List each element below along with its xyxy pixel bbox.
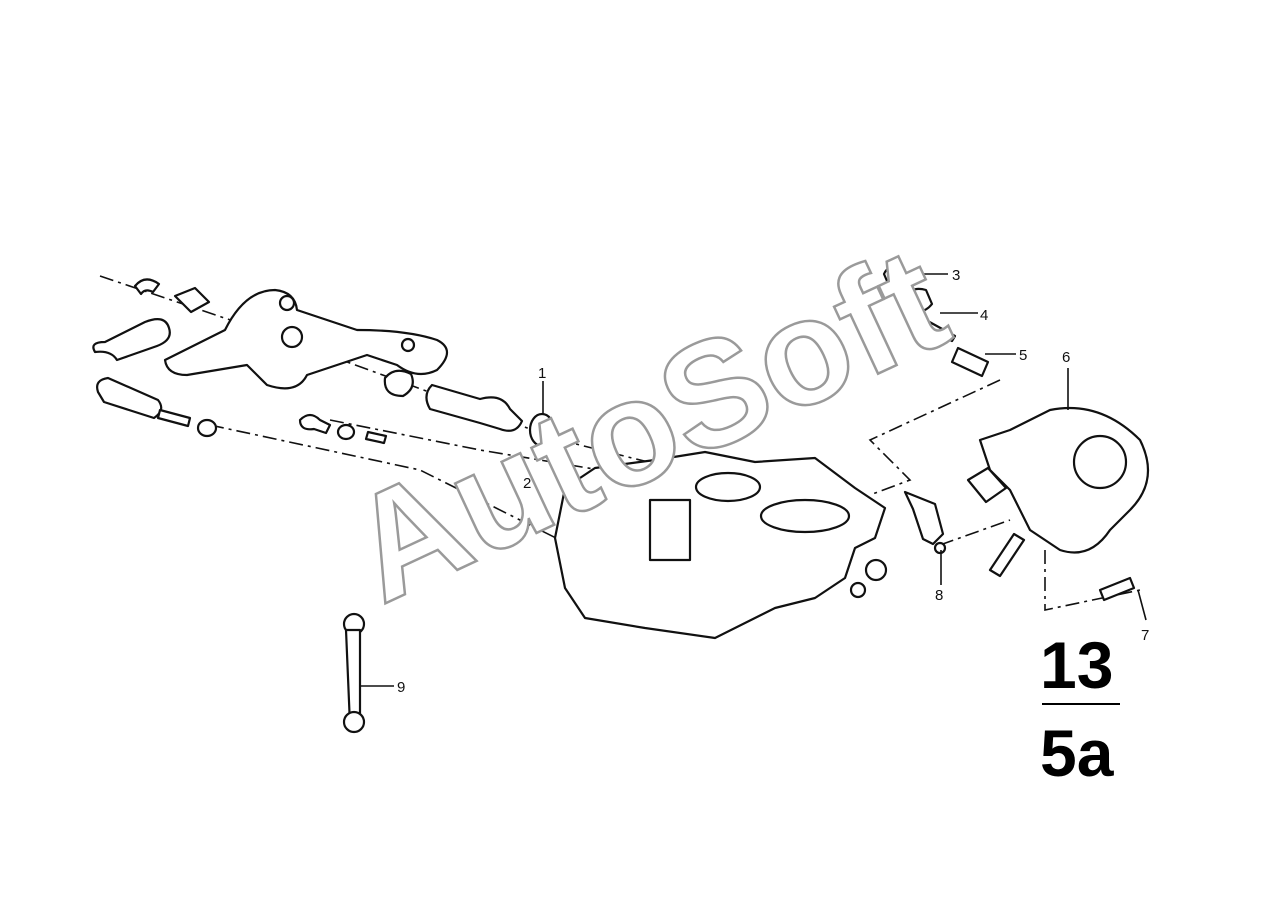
callout-6: 6 bbox=[1062, 349, 1070, 366]
sheet-reference: 13 5a bbox=[1040, 628, 1120, 790]
callout-1: 1 bbox=[538, 365, 546, 382]
hardware-right bbox=[882, 265, 990, 555]
sheet-group-number: 13 bbox=[1040, 628, 1113, 702]
callout-5: 5 bbox=[1019, 347, 1027, 364]
connecting-link bbox=[342, 612, 366, 734]
sheet-page-number: 5a bbox=[1040, 716, 1115, 790]
callout-2: 2 bbox=[523, 475, 531, 492]
leader-lines bbox=[360, 273, 1147, 687]
callout-7: 7 bbox=[1141, 627, 1149, 644]
callout-labels: 1 2 3 4 5 6 7 8 9 bbox=[397, 267, 1149, 696]
callout-3: 3 bbox=[952, 267, 960, 284]
callout-4: 4 bbox=[980, 307, 988, 324]
callout-8: 8 bbox=[935, 587, 943, 604]
throttle-lever-assembly bbox=[92, 278, 556, 448]
callout-9: 9 bbox=[397, 679, 405, 696]
choke-actuator bbox=[966, 406, 1150, 602]
carburettor-body bbox=[553, 450, 888, 640]
